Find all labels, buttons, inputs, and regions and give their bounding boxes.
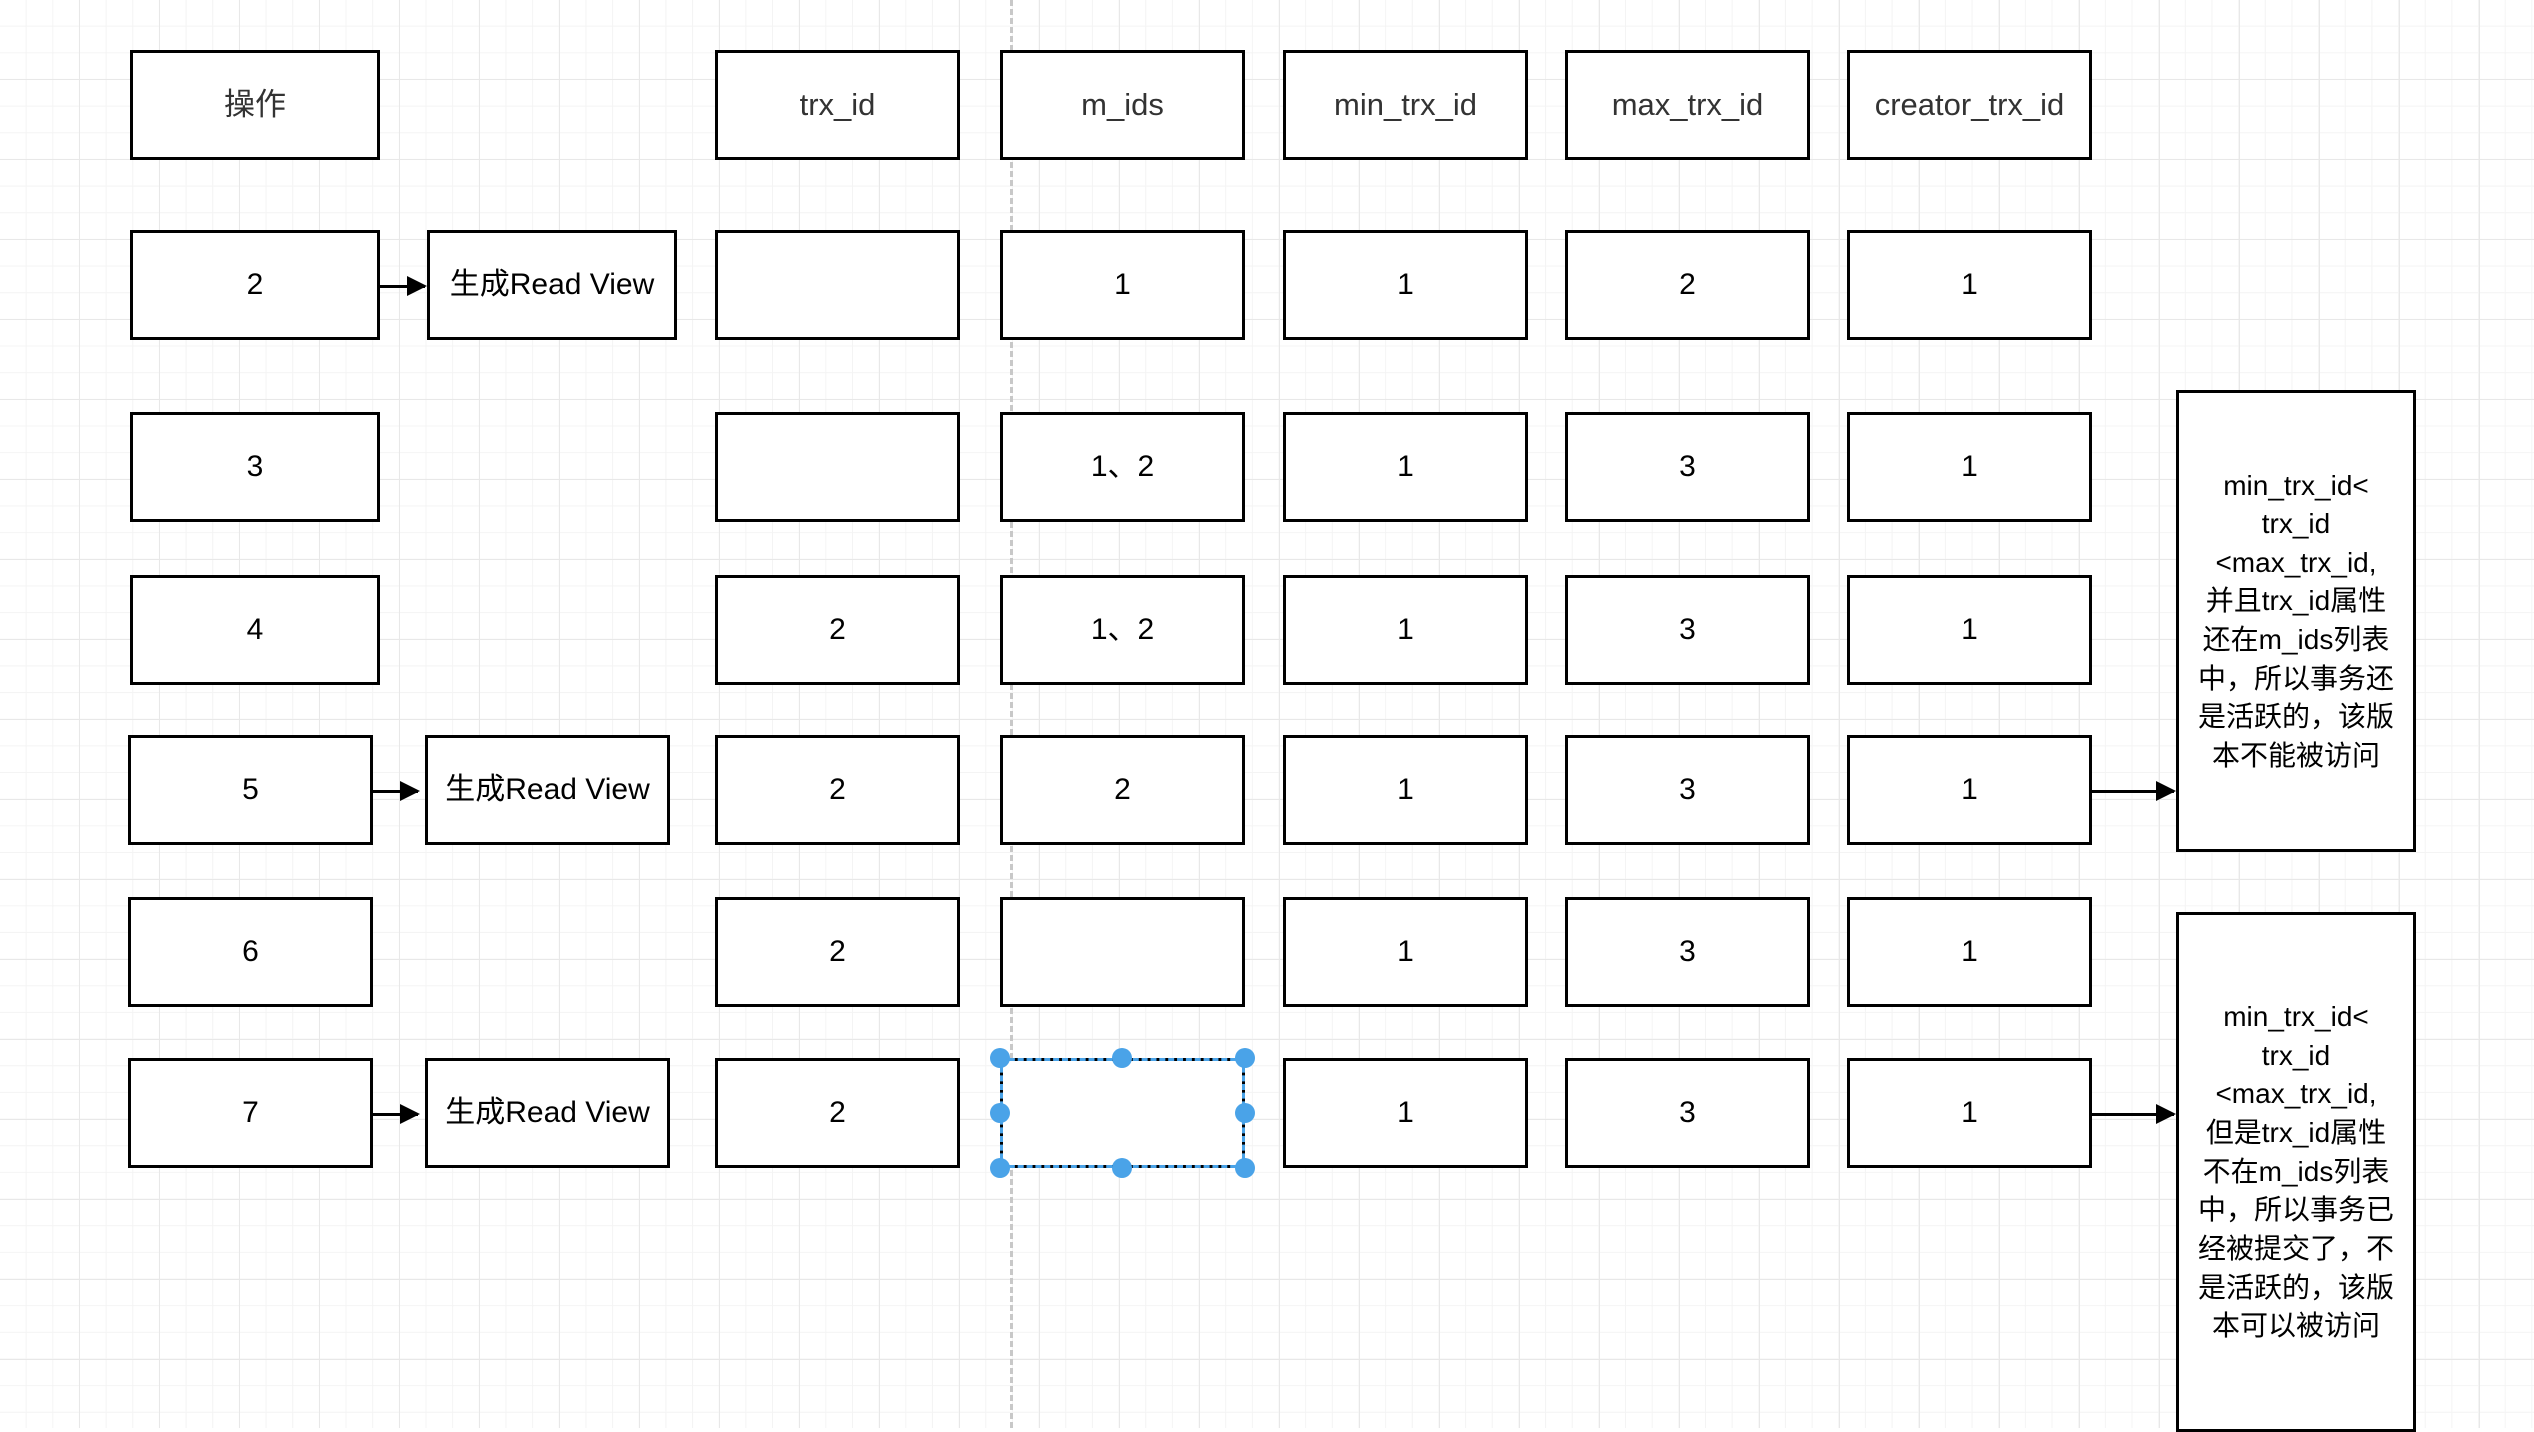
row-3-m-ids-cell[interactable]: 1、2 <box>1000 575 1245 685</box>
row-6-arrow <box>373 1104 420 1124</box>
row-2-trx-id-cell[interactable] <box>715 412 960 522</box>
selection-handle-ne[interactable] <box>1235 1048 1255 1068</box>
selection-handle-w[interactable] <box>990 1103 1010 1123</box>
row-5-creator-trx-id-cell[interactable]: 1 <box>1847 897 2092 1007</box>
header-trx-id[interactable]: trx_id <box>715 50 960 160</box>
row-4-creator-trx-id-cell[interactable]: 1 <box>1847 735 2092 845</box>
row-1-max-trx-id-cell[interactable]: 2 <box>1565 230 1810 340</box>
row-3-creator-trx-id-cell[interactable]: 1 <box>1847 575 2092 685</box>
selection-handle-se[interactable] <box>1235 1158 1255 1178</box>
row-5-max-trx-id-cell[interactable]: 3 <box>1565 897 1810 1007</box>
row-5-m-ids-cell[interactable] <box>1000 897 1245 1007</box>
header-m-ids[interactable]: m_ids <box>1000 50 1245 160</box>
selection-handle-s[interactable] <box>1112 1158 1132 1178</box>
note-2-arrow <box>2092 1104 2176 1124</box>
row-2-step-box[interactable]: 3 <box>130 412 380 522</box>
row-4-min-trx-id-cell[interactable]: 1 <box>1283 735 1528 845</box>
row-1-read-view-box[interactable]: 生成Read View <box>427 230 677 340</box>
row-4-trx-id-cell[interactable]: 2 <box>715 735 960 845</box>
row-4-max-trx-id-cell[interactable]: 3 <box>1565 735 1810 845</box>
row-3-min-trx-id-cell[interactable]: 1 <box>1283 575 1528 685</box>
row-1-step-box[interactable]: 2 <box>130 230 380 340</box>
selection-handle-nw[interactable] <box>990 1048 1010 1068</box>
row-5-step-box[interactable]: 6 <box>128 897 373 1007</box>
row-5-min-trx-id-cell[interactable]: 1 <box>1283 897 1528 1007</box>
row-1-trx-id-cell[interactable] <box>715 230 960 340</box>
alignment-guide-vertical <box>1010 0 1013 1428</box>
row-4-step-box[interactable]: 5 <box>128 735 373 845</box>
row-5-trx-id-cell[interactable]: 2 <box>715 897 960 1007</box>
row-2-max-trx-id-cell[interactable]: 3 <box>1565 412 1810 522</box>
row-3-max-trx-id-cell[interactable]: 3 <box>1565 575 1810 685</box>
selection-handle-n[interactable] <box>1112 1048 1132 1068</box>
row-6-max-trx-id-cell[interactable]: 3 <box>1565 1058 1810 1168</box>
row-2-m-ids-cell[interactable]: 1、2 <box>1000 412 1245 522</box>
row-3-trx-id-cell[interactable]: 2 <box>715 575 960 685</box>
row-2-creator-trx-id-cell[interactable]: 1 <box>1847 412 2092 522</box>
row-1-min-trx-id-cell[interactable]: 1 <box>1283 230 1528 340</box>
selection-handle-sw[interactable] <box>990 1158 1010 1178</box>
note-1-arrow <box>2092 781 2176 801</box>
row-6-m-ids-cell[interactable] <box>1000 1058 1245 1168</box>
header-min-trx-id[interactable]: min_trx_id <box>1283 50 1528 160</box>
row-6-read-view-box[interactable]: 生成Read View <box>425 1058 670 1168</box>
row-6-creator-trx-id-cell[interactable]: 1 <box>1847 1058 2092 1168</box>
row-6-min-trx-id-cell[interactable]: 1 <box>1283 1058 1528 1168</box>
selection-handle-e[interactable] <box>1235 1103 1255 1123</box>
row-3-step-box[interactable]: 4 <box>130 575 380 685</box>
row-4-read-view-box[interactable]: 生成Read View <box>425 735 670 845</box>
row-1-m-ids-cell[interactable]: 1 <box>1000 230 1245 340</box>
row-4-arrow <box>373 781 420 801</box>
header-creator-trx-id[interactable]: creator_trx_id <box>1847 50 2092 160</box>
row-6-step-box[interactable]: 7 <box>128 1058 373 1168</box>
note-box-2[interactable]: min_trx_id< trx_id <max_trx_id, 但是trx_id… <box>2176 912 2416 1432</box>
header-max-trx-id[interactable]: max_trx_id <box>1565 50 1810 160</box>
row-6-trx-id-cell[interactable]: 2 <box>715 1058 960 1168</box>
row-1-arrow <box>380 276 427 296</box>
note-box-1[interactable]: min_trx_id< trx_id <max_trx_id, 并且trx_id… <box>2176 390 2416 852</box>
row-1-creator-trx-id-cell[interactable]: 1 <box>1847 230 2092 340</box>
row-2-min-trx-id-cell[interactable]: 1 <box>1283 412 1528 522</box>
row-4-m-ids-cell[interactable]: 2 <box>1000 735 1245 845</box>
header-operation[interactable]: 操作 <box>130 50 380 160</box>
